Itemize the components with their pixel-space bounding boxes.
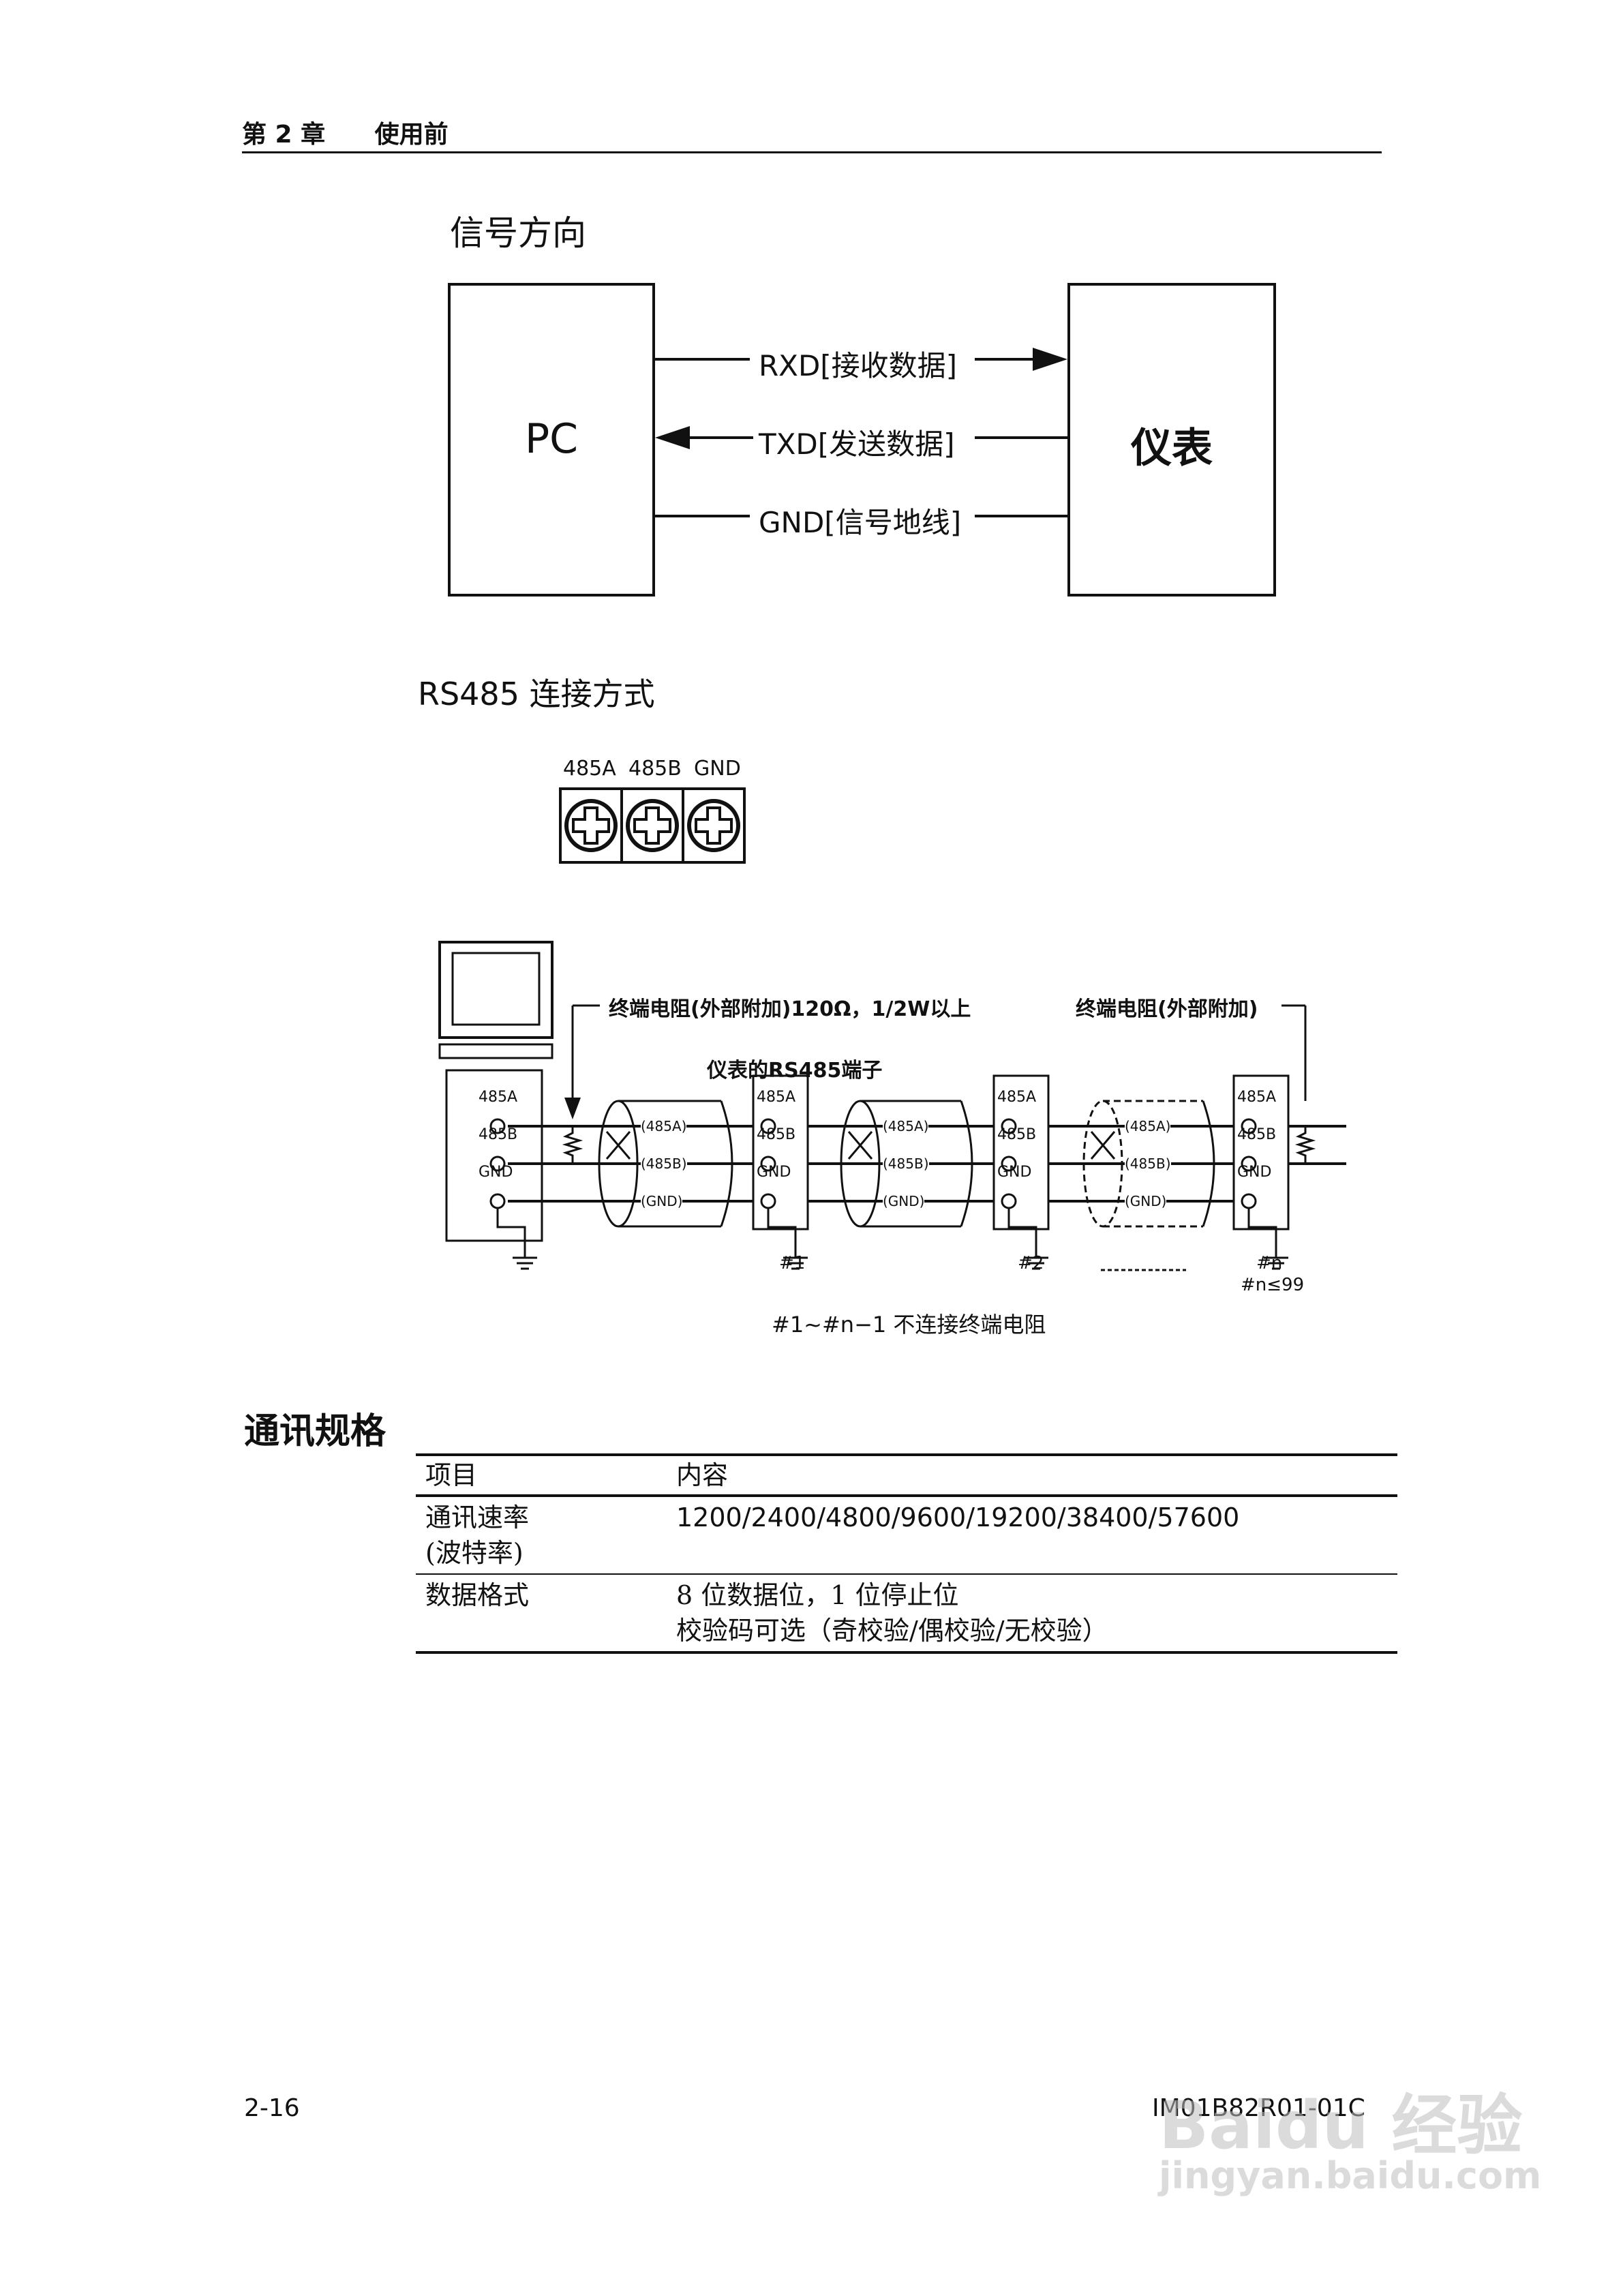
terminal-label-gnd: GND bbox=[694, 757, 741, 781]
dev1-term-485b: 485B bbox=[757, 1126, 796, 1143]
pc-box-label: PC bbox=[524, 415, 579, 463]
cable3-485b: (485B) bbox=[1125, 1155, 1171, 1172]
txd-label: TXD[发送数据] bbox=[759, 427, 955, 461]
instrument-box: 仪表 bbox=[1067, 283, 1276, 596]
dev2-term-485b: 485B bbox=[997, 1126, 1037, 1143]
terminal-label-485b: 485B bbox=[628, 757, 682, 781]
ground-icon bbox=[1247, 1208, 1288, 1270]
cable2-gnd: (GND) bbox=[883, 1193, 925, 1209]
chapter-title: 使用前 bbox=[374, 121, 449, 149]
content-line: 1200/2400/4800/9600/19200/38400/57600 bbox=[676, 1502, 1240, 1532]
device-id-1: #1 bbox=[779, 1253, 806, 1273]
content-line: 校验码可选（奇校验/偶校验/无校验） bbox=[676, 1616, 1108, 1646]
terminal-label-485a: 485A bbox=[563, 757, 616, 781]
screw-terminal-icon bbox=[626, 799, 679, 852]
dev2-term-485a: 485A bbox=[997, 1089, 1037, 1106]
dev1-term-485a: 485A bbox=[757, 1089, 796, 1106]
item-line: (波特率) bbox=[425, 1538, 524, 1568]
baidu-watermark-logo: Baidu 经验 bbox=[1159, 2087, 1523, 2164]
content-line: 8 位数据位，1 位停止位 bbox=[676, 1580, 959, 1610]
signal-lines bbox=[655, 348, 1067, 517]
chapter-header: 第 2 章 使用前 bbox=[242, 115, 489, 150]
baidu-watermark-url: jingyan.baidu.com bbox=[1159, 2154, 1542, 2197]
rs485-title: RS485 连接方式 bbox=[418, 676, 655, 712]
document-id: IM01B82R01-01C bbox=[1152, 2094, 1365, 2122]
terminator-note-left: 终端电阻(外部附加)120Ω，1/2W以上 bbox=[609, 997, 971, 1021]
chapter-number: 第 2 章 bbox=[242, 121, 326, 149]
table-cell-item: 数据格式 bbox=[416, 1574, 667, 1654]
table-header-content: 内容 bbox=[667, 1453, 1397, 1497]
device-id-2: #2 bbox=[1018, 1253, 1044, 1273]
ground-icon bbox=[1007, 1208, 1048, 1270]
header-rule bbox=[242, 151, 1382, 153]
gnd-label: GND[信号地线] bbox=[759, 506, 962, 539]
table-header-row: 项目 内容 bbox=[416, 1453, 1397, 1497]
terminator-note-right: 终端电阻(外部附加) bbox=[1076, 997, 1258, 1021]
ground-icon bbox=[767, 1208, 808, 1270]
cable1-485a: (485A) bbox=[641, 1118, 687, 1134]
table-cell-content: 1200/2400/4800/9600/19200/38400/57600 bbox=[667, 1496, 1397, 1575]
item-line: 数据格式 bbox=[425, 1580, 530, 1610]
pc-box: PC bbox=[448, 283, 655, 596]
table-header-item: 项目 bbox=[416, 1453, 667, 1497]
table-cell-item: 通讯速率 (波特率) bbox=[416, 1496, 667, 1575]
computer-icon bbox=[438, 941, 553, 1059]
cable2-485a: (485A) bbox=[883, 1118, 929, 1134]
instrument-box-label: 仪表 bbox=[1131, 425, 1213, 472]
devn-term-gnd: GND bbox=[1237, 1164, 1272, 1181]
cable3-gnd: (GND) bbox=[1125, 1193, 1167, 1209]
rxd-label: RXD[接收数据] bbox=[759, 349, 958, 382]
device-terminal-note: 仪表的RS485端子 bbox=[707, 1059, 883, 1083]
cable1-gnd: (GND) bbox=[641, 1193, 683, 1209]
cable1-485b: (485B) bbox=[641, 1155, 687, 1172]
ground-icon bbox=[496, 1208, 537, 1270]
table-cell-content: 8 位数据位，1 位停止位 校验码可选（奇校验/偶校验/无校验） bbox=[667, 1574, 1397, 1654]
cable-segment bbox=[1082, 1100, 1215, 1228]
device-limit: #n≤99 bbox=[1241, 1275, 1305, 1295]
devn-term-485b: 485B bbox=[1237, 1126, 1277, 1143]
signal-direction-title: 信号方向 bbox=[450, 213, 586, 253]
wiring-footnote: #1~#n−1 不连接终端电阻 bbox=[772, 1312, 1046, 1338]
screw-terminal-icon bbox=[564, 799, 618, 852]
dev1-term-gnd: GND bbox=[757, 1164, 791, 1181]
device-id-n: #n bbox=[1256, 1253, 1283, 1273]
rs485-wiring-diagram bbox=[438, 941, 1346, 1271]
item-line: 通讯速率 bbox=[425, 1502, 530, 1532]
dev2-term-gnd: GND bbox=[997, 1164, 1032, 1181]
screw-terminal-icon bbox=[687, 799, 740, 852]
page-number: 2-16 bbox=[244, 2094, 300, 2122]
spec-table: 项目 内容 通讯速率 (波特率) 1200/2400/4800/9600/192… bbox=[416, 1453, 1397, 1654]
table-row: 数据格式 8 位数据位，1 位停止位 校验码可选（奇校验/偶校验/无校验） bbox=[416, 1574, 1397, 1654]
cable-segment bbox=[840, 1100, 973, 1228]
terminal-block bbox=[559, 787, 746, 864]
spec-title: 通讯规格 bbox=[244, 1411, 386, 1452]
pc-term-gnd: GND bbox=[479, 1164, 513, 1181]
pc-term-485a: 485A bbox=[479, 1089, 518, 1106]
cable3-485a: (485A) bbox=[1125, 1118, 1171, 1134]
pc-term-485b: 485B bbox=[479, 1126, 518, 1143]
cable-segment bbox=[598, 1100, 733, 1228]
table-row: 通讯速率 (波特率) 1200/2400/4800/9600/19200/384… bbox=[416, 1496, 1397, 1575]
devn-term-485a: 485A bbox=[1237, 1089, 1277, 1106]
cable2-485b: (485B) bbox=[883, 1155, 929, 1172]
